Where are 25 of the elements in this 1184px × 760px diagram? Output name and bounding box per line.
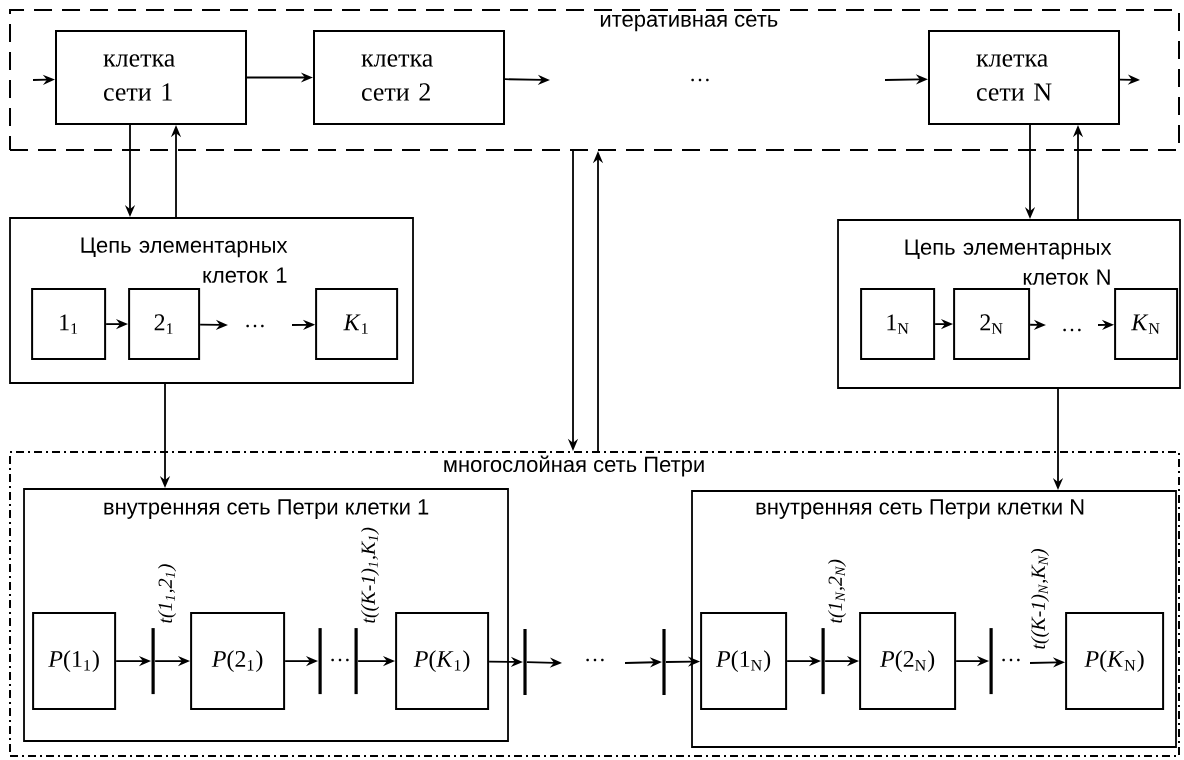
process-box: клетка сети 2 (313, 30, 505, 125)
process-box: P(2$_{1}$) (190, 612, 286, 711)
ellipsis: … (331, 658, 349, 662)
ellipsis: … (586, 658, 604, 662)
process-box: P(1$_{1}$) (32, 612, 117, 711)
process-box: P(K$_{N}$) (1065, 612, 1165, 711)
ellipsis: … (246, 324, 264, 328)
process-box: P(1$_{N}$) (700, 612, 788, 711)
transition-label: t(1$_{1}$,2$_{1}$) (157, 564, 177, 623)
ellipsis: … (1063, 328, 1081, 332)
process-box: 2$_{N}$ (953, 288, 1031, 361)
process-box: клетка сети N (928, 30, 1120, 125)
transition-label: t(1$_{N}$,2$_{N}$) (827, 559, 847, 623)
ellipsis: … (691, 78, 709, 82)
process-box: K$_{1}$ (315, 288, 399, 361)
transition-label: t((K-1)$_{1}$,K$_{1}$) (360, 527, 380, 623)
process-box: P(K$_{1}$) (395, 612, 490, 711)
edge-label: t((K-1)$_{N}$,K$_{N}$) (1028, 546, 1052, 652)
process-box: клетка сети 1 (55, 30, 247, 125)
process-box: P(2$_{N}$) (859, 612, 957, 711)
process-box: K$_{N}$ (1114, 288, 1179, 361)
process-box: 1$_{1}$ (31, 288, 107, 361)
ellipsis: … (1002, 658, 1020, 662)
process-box: 2$_{1}$ (128, 288, 201, 361)
process-box: 1$_{N}$ (860, 288, 936, 361)
